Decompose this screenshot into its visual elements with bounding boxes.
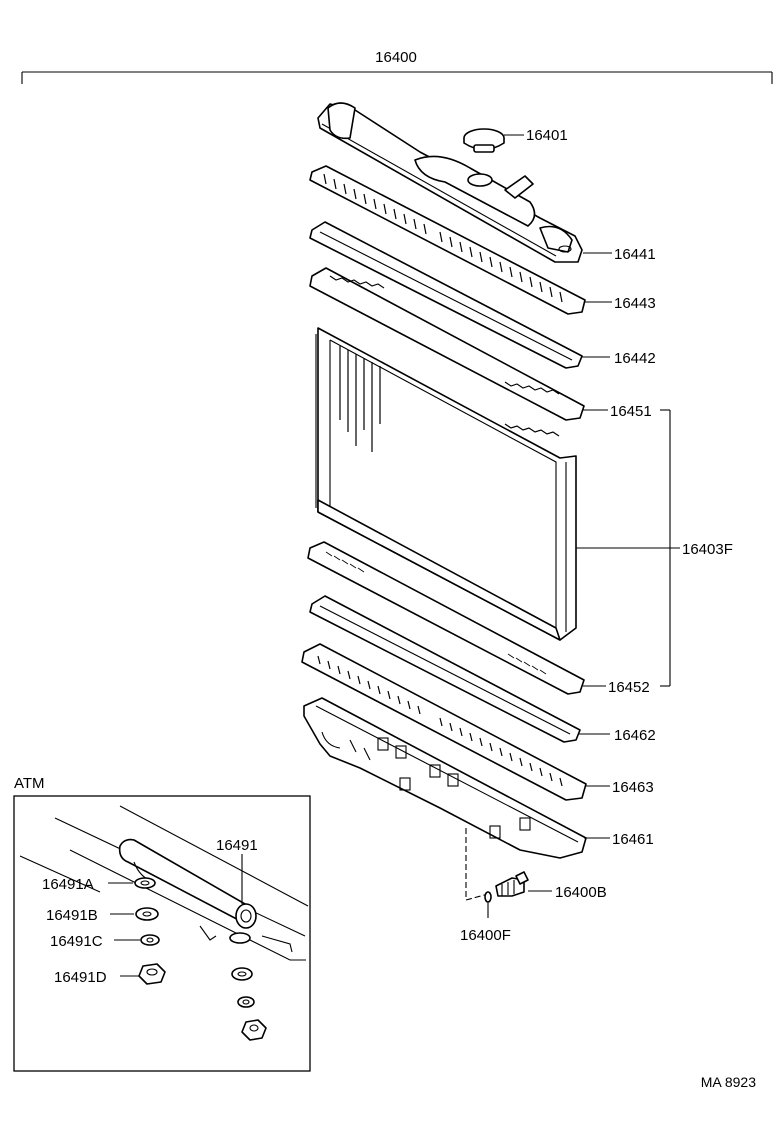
radiator-cap-icon: [463, 128, 505, 153]
diagram-code: MA 8923: [701, 1074, 756, 1090]
washer-c-icon: [140, 934, 255, 1008]
washer-b-icon: [135, 907, 253, 981]
label-lower-tank: 16461: [612, 831, 654, 848]
label-lower-core-plate: 16452: [608, 679, 650, 696]
lower-core-plate-icon: [307, 541, 585, 695]
label-oil-cooler: 16491: [216, 837, 258, 854]
label-washer-c: 16491C: [50, 933, 103, 950]
label-drain-oring: 16400F: [460, 927, 511, 944]
upper-plate-icon: [309, 165, 586, 315]
atm-inset-box: [13, 795, 311, 1072]
upper-gasket-icon: [309, 221, 583, 369]
label-core-sub: 16403F: [682, 541, 733, 558]
label-cap: 16401: [526, 127, 568, 144]
upper-core-plate-icon: [309, 267, 585, 421]
label-upper-gasket: 16442: [614, 350, 656, 367]
drain-cock-icon: [495, 871, 529, 897]
label-lower-gasket: 16462: [614, 727, 656, 744]
label-nut-d: 16491D: [54, 969, 107, 986]
lower-gasket-icon: [309, 595, 581, 743]
label-washer-b: 16491B: [46, 907, 98, 924]
label-lower-plate: 16463: [612, 779, 654, 796]
label-drain-cock: 16400B: [555, 884, 607, 901]
washer-a-icon: [134, 877, 251, 944]
nut-d-icon: [138, 963, 267, 1041]
label-upper-tank: 16441: [614, 246, 656, 263]
lower-tank-icon: [303, 697, 587, 859]
core-sub-bracket: [660, 409, 671, 687]
radiator-core-icon: [315, 327, 577, 641]
label-upper-core-plate: 16451: [610, 403, 652, 420]
oil-cooler-icon: [118, 838, 293, 953]
lower-plate-icon: [301, 643, 587, 801]
label-upper-plate: 16443: [614, 295, 656, 312]
upper-tank-icon: [317, 102, 583, 263]
label-washer-a: 16491A: [42, 876, 94, 893]
drain-oring-icon: [484, 891, 492, 903]
drain-assembly: [465, 828, 489, 901]
label-assembly: 16400: [375, 49, 417, 66]
label-atm: ATM: [14, 775, 45, 792]
assembly-bracket: [21, 71, 773, 84]
